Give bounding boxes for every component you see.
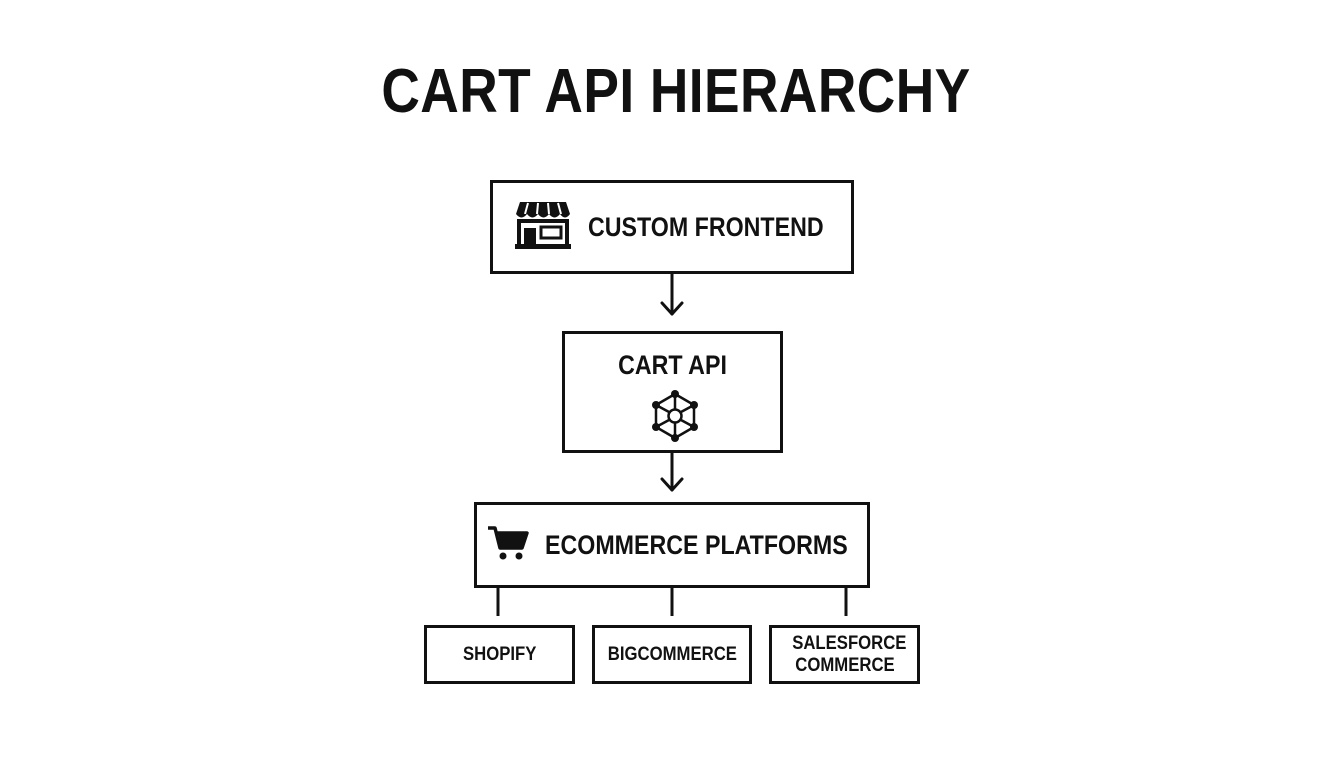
node-ecommerce-platforms: ECOMMERCE PLATFORMS — [474, 502, 870, 588]
arrow-cart-to-platforms — [660, 451, 684, 492]
branch-lines — [496, 588, 848, 616]
arrow-frontend-to-cart — [660, 272, 684, 316]
node-bigcommerce: BIGCOMMERCE — [592, 625, 752, 684]
node-label: CUSTOM FRONTEND — [588, 211, 824, 242]
node-label: SALESFORCE COMMERCE — [791, 632, 906, 676]
node-label: SHOPIFY — [462, 643, 537, 665]
node-label: ECOMMERCE PLATFORMS — [545, 529, 848, 560]
storefront-icon — [514, 200, 572, 255]
network-hub-icon — [649, 390, 701, 447]
node-custom-frontend: CUSTOM FRONTEND — [490, 180, 854, 274]
shopping-cart-icon — [487, 524, 529, 567]
node-shopify: SHOPIFY — [424, 625, 575, 684]
node-label: BIGCOMMERCE — [607, 643, 737, 665]
node-cart-api: CART API — [562, 331, 783, 453]
diagram-title: CART API HIERARCHY — [381, 57, 971, 126]
node-salesforce-commerce: SALESFORCE COMMERCE — [769, 625, 920, 684]
node-label: CART API — [618, 350, 727, 380]
